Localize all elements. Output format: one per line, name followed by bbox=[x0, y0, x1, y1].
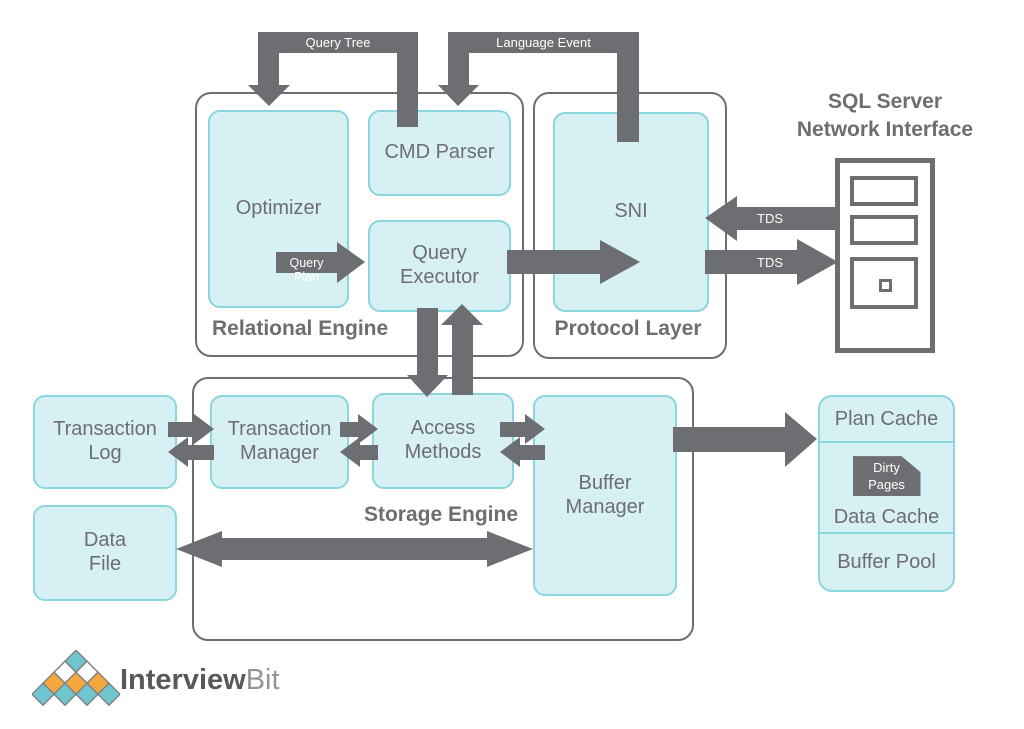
logo-diamond bbox=[32, 682, 56, 706]
bmgr-to-cache-arrow bbox=[673, 412, 817, 467]
logo-diamond bbox=[52, 682, 78, 706]
data-file-box: Data File bbox=[33, 505, 177, 601]
plan-cache-section: Plan Cache bbox=[820, 397, 953, 441]
optimizer-label: Optimizer bbox=[235, 197, 322, 220]
brand-interview: Interview bbox=[120, 664, 246, 696]
server-slot-1 bbox=[850, 176, 918, 206]
sni-label: SNI bbox=[614, 200, 648, 223]
transaction-manager-box: Transaction Manager bbox=[210, 395, 349, 489]
access-methods-box: Access Methods bbox=[372, 393, 514, 489]
buffer-pool-label: Buffer Pool bbox=[837, 550, 936, 573]
tds-out-label: TDS bbox=[757, 255, 783, 270]
transaction-log-label: Transaction Log bbox=[53, 418, 157, 464]
dirty-pages-label: Dirty Pages bbox=[868, 459, 905, 493]
query-executor-label: Query Executor bbox=[400, 242, 479, 288]
server-power-button bbox=[879, 279, 892, 292]
buffer-pool-section: Buffer Pool bbox=[820, 532, 953, 590]
server-title: SQL Server Network Interface bbox=[796, 90, 974, 142]
tds-in-label: TDS bbox=[757, 211, 783, 226]
logo-diamond bbox=[74, 682, 100, 706]
logo-diamond bbox=[96, 682, 120, 706]
transaction-manager-label: Transaction Manager bbox=[227, 418, 332, 464]
interviewbit-wordmark: InterviewBit bbox=[120, 663, 280, 698]
interviewbit-logo-icon bbox=[32, 650, 120, 706]
query-tree-label: Query Tree bbox=[305, 35, 371, 50]
transaction-log-box: Transaction Log bbox=[33, 395, 177, 489]
server-icon bbox=[835, 158, 935, 353]
server-slot-2 bbox=[850, 215, 918, 245]
query-executor-box: Query Executor bbox=[368, 220, 511, 312]
relational-engine-label: Relational Engine bbox=[212, 317, 389, 340]
data-cache-section: Dirty Pages Data Cache bbox=[820, 441, 953, 532]
dirty-pages-icon: Dirty Pages bbox=[852, 456, 921, 497]
plan-cache-label: Plan Cache bbox=[834, 407, 939, 430]
cache-stack: Plan Cache Dirty Pages Data Cache Buffer… bbox=[818, 395, 955, 592]
storage-engine-label: Storage Engine bbox=[363, 503, 519, 526]
brand-bit: Bit bbox=[245, 664, 280, 696]
language-event-label: Language Event bbox=[496, 35, 591, 50]
data-cache-label: Data Cache bbox=[833, 506, 940, 529]
access-methods-label: Access Methods bbox=[404, 417, 482, 463]
protocol-layer-label: Protocol Layer bbox=[554, 317, 702, 340]
buffer-manager-box: Buffer Manager bbox=[533, 395, 677, 596]
buffer-manager-label: Buffer Manager bbox=[565, 471, 645, 518]
server-slot-3 bbox=[850, 257, 918, 309]
query-plan-label: Query Plan bbox=[289, 256, 324, 284]
data-file-label: Data File bbox=[83, 529, 127, 575]
sni-box: SNI bbox=[553, 112, 709, 312]
cmd-parser-label: CMD Parser bbox=[384, 141, 495, 164]
cmd-parser-box: CMD Parser bbox=[368, 110, 511, 196]
